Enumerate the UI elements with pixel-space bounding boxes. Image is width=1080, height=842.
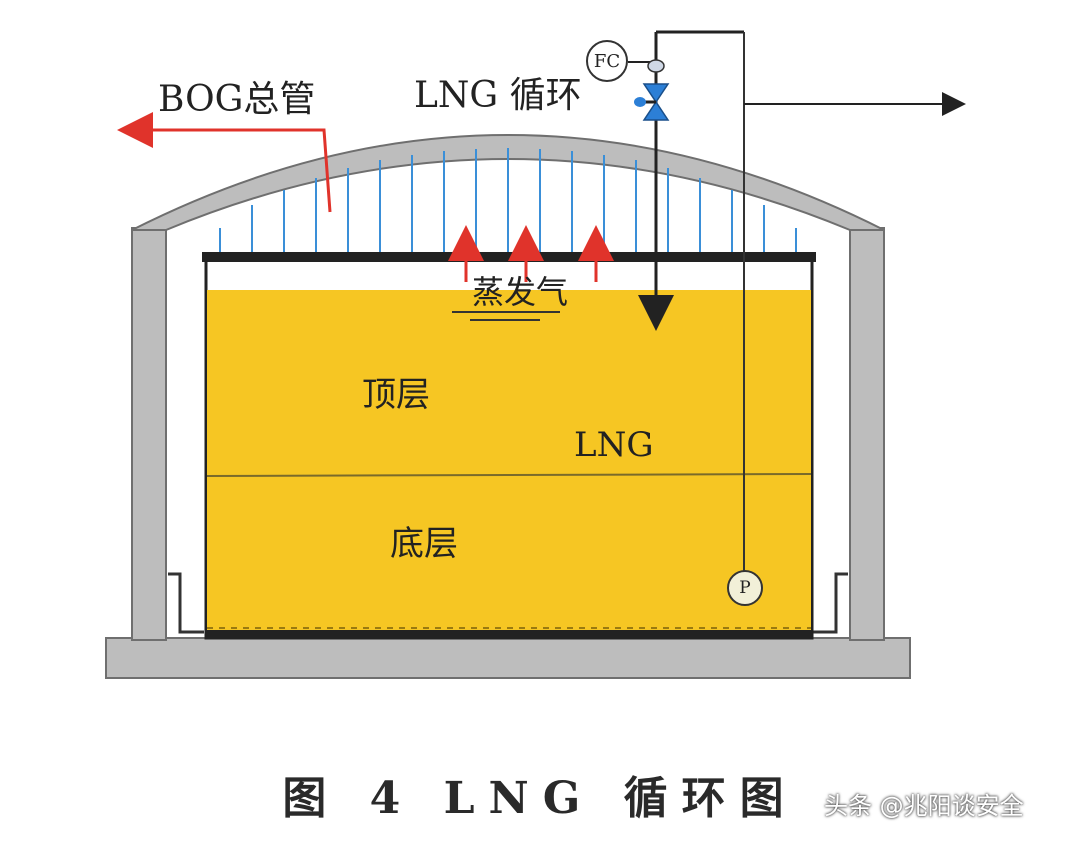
lng-liquid bbox=[207, 290, 811, 636]
control-valve bbox=[634, 59, 670, 121]
lng-circulation-label: LNG 循环 bbox=[414, 75, 582, 116]
vapor-space-lines bbox=[219, 148, 797, 254]
figure-caption: 图 4 LNG 循环图 bbox=[282, 773, 798, 824]
outer-concrete-tank bbox=[105, 134, 911, 679]
bog-header-label: BOG总管 bbox=[158, 79, 316, 120]
watermark: 头条 @兆阳谈安全 bbox=[824, 792, 1024, 820]
inner-tank bbox=[202, 252, 816, 640]
boil-off-arrows bbox=[448, 225, 614, 282]
boil-off-gas-label: 蒸发气 bbox=[472, 273, 569, 311]
bottom-layer-label: 底层 bbox=[390, 524, 458, 564]
top-layer-label: 顶层 bbox=[362, 375, 430, 415]
pump-symbol: P bbox=[727, 570, 763, 606]
bog-outlet-line bbox=[117, 112, 332, 213]
lng-label: LNG bbox=[574, 425, 654, 465]
layer-divider bbox=[206, 473, 812, 477]
suspended-deck bbox=[202, 252, 816, 262]
flow-controller-symbol: FC bbox=[586, 40, 628, 82]
